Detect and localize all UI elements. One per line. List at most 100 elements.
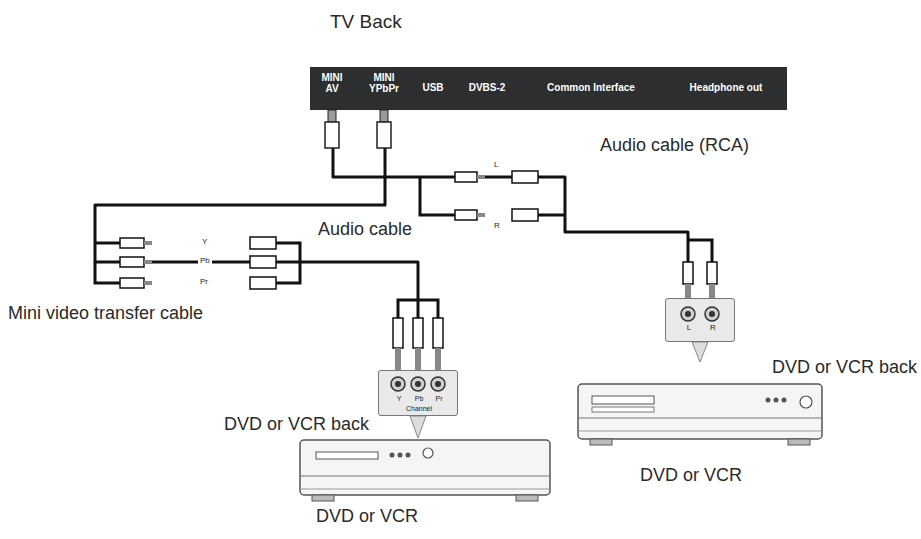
port-label: Headphone out <box>676 70 778 110</box>
jack-hole <box>395 381 401 387</box>
channel-label: Y <box>200 238 209 247</box>
rca-plug <box>120 238 144 248</box>
rca-socket <box>250 237 276 249</box>
port-label: DVBS-2 <box>462 70 514 110</box>
knob <box>800 396 812 408</box>
node-text: L <box>679 324 699 333</box>
rca-pin <box>685 284 691 298</box>
panel-line <box>300 476 550 477</box>
jack-hole <box>685 311 691 317</box>
button <box>398 453 403 458</box>
jack <box>431 377 445 391</box>
callout-pointer <box>692 342 708 362</box>
jack <box>391 377 405 391</box>
rca-socket <box>512 209 538 221</box>
rca-plug <box>393 318 403 348</box>
plug-tip <box>328 110 336 122</box>
node-text: DVD or VCR back <box>224 415 369 435</box>
button <box>406 453 411 458</box>
dvd-player <box>578 384 822 439</box>
node-text: Y <box>389 395 409 403</box>
port-label: MINI YPbPr <box>362 70 408 110</box>
cable <box>95 262 120 283</box>
button <box>766 398 771 403</box>
cable-label: Audio cable (RCA) <box>598 136 751 156</box>
rca-pin <box>144 260 152 264</box>
node-text: DVD or VCR <box>316 507 418 527</box>
dvd-vcr-device: DVD or VCR backDVD or VCR <box>560 352 917 492</box>
rca-pin <box>709 284 715 298</box>
knob <box>423 448 433 458</box>
node-text: MINI AV <box>314 72 350 94</box>
cable-label: Audio cable <box>316 220 414 240</box>
jack-panel <box>378 370 458 416</box>
plug-body <box>377 122 391 148</box>
rca-pin <box>435 348 441 370</box>
rca-plug <box>455 210 477 220</box>
rca-socket <box>250 256 276 268</box>
tv-back: TV BackMINI AV MINI YPbPr USB DVBS-2 Common … <box>310 8 787 110</box>
jack-hole <box>415 381 421 387</box>
button <box>782 398 787 403</box>
node-text: DVBS-2 <box>462 82 512 93</box>
jack-hole <box>435 381 441 387</box>
dvd-player <box>300 440 550 495</box>
cable <box>688 240 712 262</box>
node-text: DVD or VCR <box>640 466 742 486</box>
rca-plug <box>433 318 443 348</box>
cable-label: Mini video transfer cable <box>6 304 205 324</box>
jack <box>681 307 695 321</box>
plug-body <box>325 122 339 148</box>
cable-line <box>95 110 418 370</box>
node-text: Pr <box>429 395 449 403</box>
rca-plug <box>707 262 717 284</box>
node-text: MINI YPbPr <box>362 72 406 94</box>
cable <box>420 177 455 215</box>
panel-line <box>578 418 822 419</box>
button <box>774 398 779 403</box>
heading: TV Back <box>330 12 402 33</box>
callout-pointer <box>410 416 426 438</box>
jack-hole <box>709 311 715 317</box>
tv-panel <box>310 67 787 110</box>
node-text: R <box>703 324 723 333</box>
cable <box>538 214 565 217</box>
jack <box>411 377 425 391</box>
channel-label: L <box>492 161 500 170</box>
rca-pin <box>477 213 485 217</box>
node-text: Channel <box>389 405 449 413</box>
port-label: Common Interface <box>536 70 648 110</box>
node-text: Pb <box>409 395 429 403</box>
cable <box>276 243 300 283</box>
node-text: USB <box>418 82 448 93</box>
rca-plug <box>683 262 693 284</box>
cable <box>95 110 418 370</box>
dvd-vcr-device: DVD or VCR backDVD or VCR <box>220 415 560 535</box>
jack-panel <box>665 298 735 342</box>
cable <box>398 300 438 318</box>
channel-label: Pr <box>198 278 210 287</box>
rca-pin <box>144 281 152 285</box>
rca-socket <box>512 171 538 183</box>
rca-pin <box>395 348 401 370</box>
rca-pin <box>415 348 421 370</box>
foot <box>590 439 612 445</box>
plug-tip <box>380 110 388 122</box>
cable <box>95 242 120 245</box>
jack <box>705 307 719 321</box>
disc-tray <box>592 396 654 404</box>
channel-label: R <box>492 222 502 231</box>
port-label: MINI AV <box>314 70 352 110</box>
panel-line <box>578 431 822 432</box>
port-label: USB <box>418 70 450 110</box>
foot <box>788 439 810 445</box>
panel-line <box>300 489 550 490</box>
node-text: DVD or VCR back <box>772 358 917 378</box>
jack-panel: LR <box>665 298 735 342</box>
foot <box>312 495 334 501</box>
rca-pin <box>144 241 152 245</box>
rca-plug <box>455 172 477 182</box>
display <box>592 407 654 412</box>
